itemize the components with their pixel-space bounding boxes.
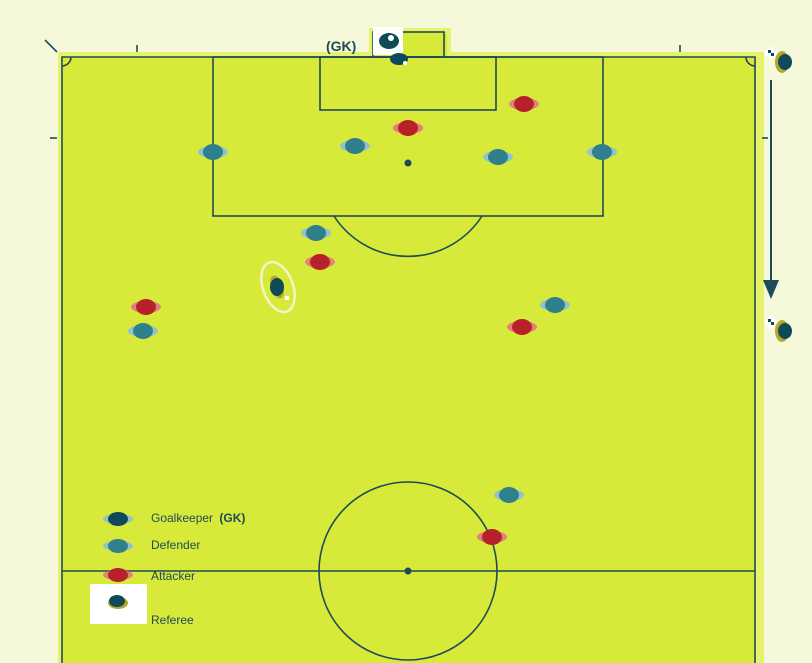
penalty-spot: [405, 160, 412, 167]
legend-defender-label: Defender: [151, 538, 200, 552]
defender-icon: [108, 539, 128, 553]
legend-goalkeeper-label: Goalkeeper: [151, 511, 213, 525]
centre-spot: [405, 568, 412, 575]
referee-icon: [109, 595, 125, 607]
legend-referee-label: Referee: [151, 613, 194, 627]
goalkeeper-icon: [108, 512, 128, 526]
legend-goalkeeper-tag: (GK): [219, 511, 245, 525]
legend-attacker-label: Attacker: [151, 569, 195, 583]
legend-defender: Defender: [103, 538, 200, 553]
gk-label: (GK): [326, 38, 356, 54]
svg-text:Goalkeeper (GK): Goalkeeper (GK): [151, 511, 245, 525]
attacker-icon: [108, 568, 128, 582]
